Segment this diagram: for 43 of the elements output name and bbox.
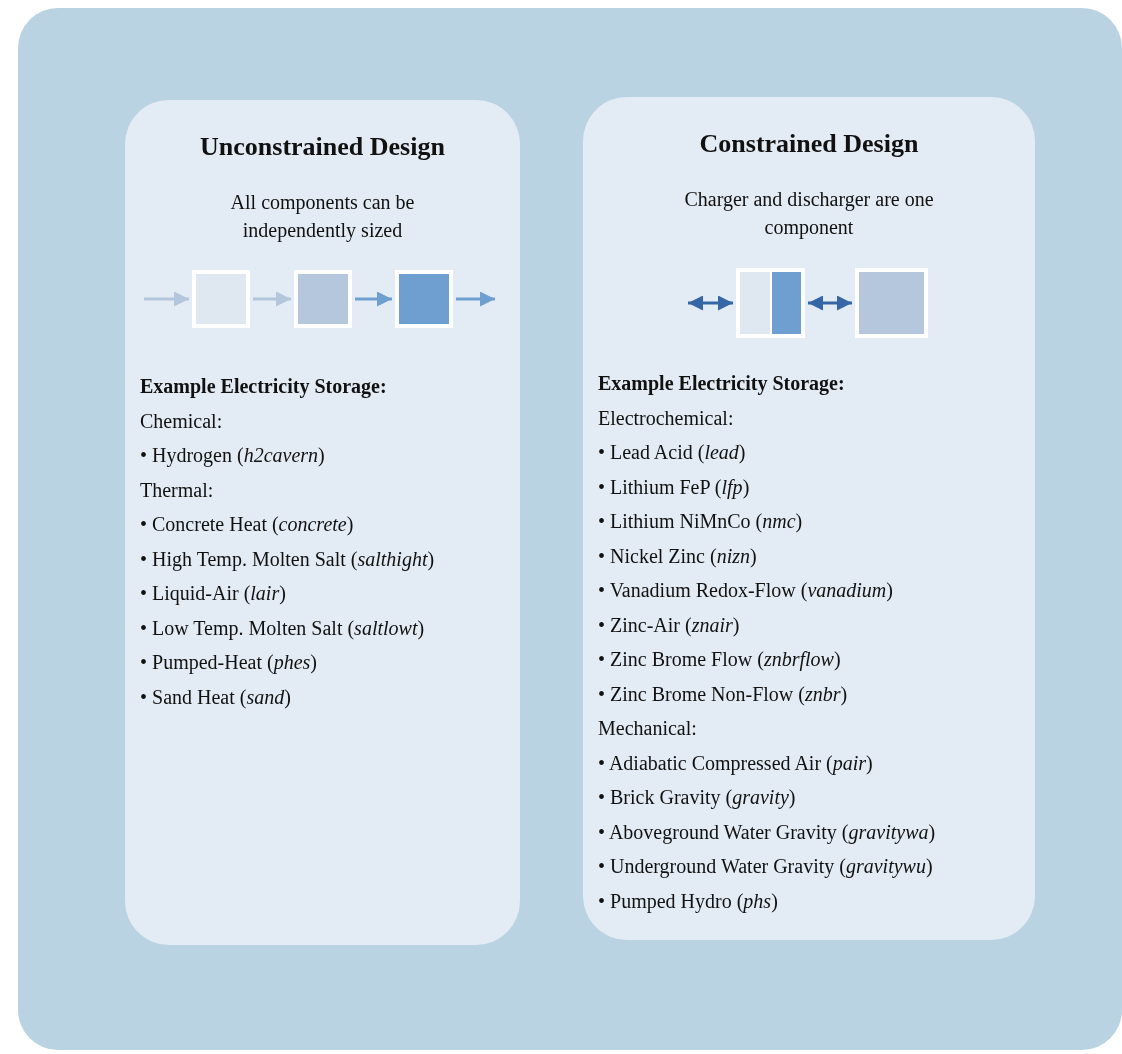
panel-title: Constrained Design xyxy=(698,130,920,158)
component-box xyxy=(855,268,928,338)
list-item: • Zinc-Air (znair) xyxy=(598,612,740,639)
list-item: Mechanical: xyxy=(598,716,697,741)
list-item: • Lead Acid (lead) xyxy=(598,440,746,466)
list-item: • Low Temp. Molten Salt (saltlowt) xyxy=(140,615,425,642)
design-panel xyxy=(583,97,1035,940)
arrow xyxy=(355,291,392,307)
list-item: • Zinc Brome Flow (znbrflow) xyxy=(598,647,841,673)
list-item: Thermal: xyxy=(140,477,214,503)
list-item: • High Temp. Molten Salt (salthight) xyxy=(140,546,435,573)
arrow xyxy=(456,291,495,307)
panel-subtitle: All components can be independently sized xyxy=(229,190,416,244)
arrow xyxy=(253,291,291,307)
panel-subtitle: Charger and discharger are one component xyxy=(683,187,935,241)
list-item: Electrochemical: xyxy=(598,405,734,431)
list-item: Chemical: xyxy=(140,408,223,434)
list-heading: Example Electricity Storage: xyxy=(140,374,387,400)
list-item: • Pumped Hydro (phs) xyxy=(598,888,778,915)
list-item: • Adiabatic Compressed Air (pair) xyxy=(598,750,873,777)
list-item: • Aboveground Water Gravity (gravitywa) xyxy=(598,819,936,846)
list-item: • Underground Water Gravity (gravitywu) xyxy=(598,854,933,880)
list-item: • Lithium NiMnCo (nmc) xyxy=(598,509,803,535)
arrow xyxy=(808,295,852,311)
component-box xyxy=(294,270,352,328)
component-box xyxy=(192,270,250,328)
list-item: • Brick Gravity (gravity) xyxy=(598,785,796,811)
list-item: • Nickel Zinc (nizn) xyxy=(598,543,757,570)
panel-title: Unconstrained Design xyxy=(199,133,446,161)
arrow xyxy=(688,295,733,311)
list-item: • Vanadium Redox-Flow (vanadium) xyxy=(598,578,893,604)
list-item: • Hydrogen (h2cavern) xyxy=(140,443,325,469)
list-item: • Zinc Brome Non-Flow (znbr) xyxy=(598,681,848,708)
component-box xyxy=(395,270,453,328)
list-item: • Lithium FeP (lfp) xyxy=(598,474,750,501)
combined-component-box xyxy=(736,268,805,338)
list-item: • Concrete Heat (concrete) xyxy=(140,512,354,538)
list-item: • Sand Heat (sand) xyxy=(140,684,291,711)
list-item: • Liquid-Air (lair) xyxy=(140,581,286,607)
list-item: • Pumped-Heat (phes) xyxy=(140,650,317,676)
list-heading: Example Electricity Storage: xyxy=(598,371,845,397)
design-panel xyxy=(125,100,520,945)
arrow xyxy=(144,291,189,307)
